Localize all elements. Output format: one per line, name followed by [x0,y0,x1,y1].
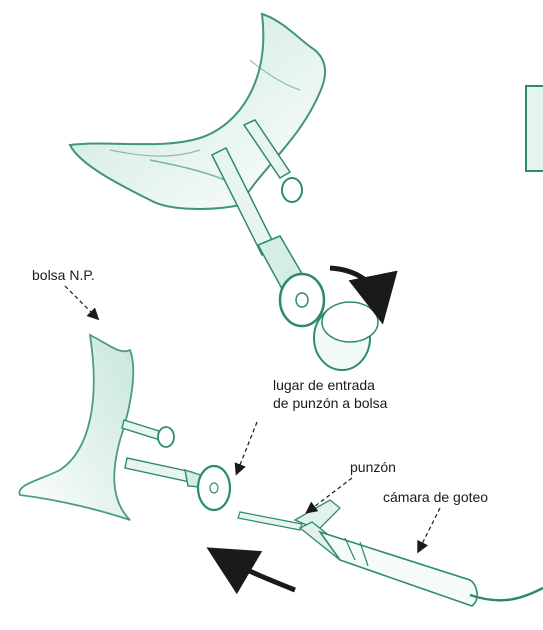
top-spike-port [212,148,324,326]
pointer-camara [420,508,440,548]
label-bolsa-np: bolsa N.P. [32,266,95,284]
label-punzon: punzón [350,458,396,476]
pointer-entrada [238,422,257,470]
label-lugar-entrada: lugar de entrada de punzón a bolsa [273,376,387,412]
insert-spike-arrow [228,560,295,590]
label-lugar-entrada-line2: de punzón a bolsa [273,394,387,412]
label-camara-goteo: cámara de goteo [383,488,488,506]
remove-cap-arrow [330,268,378,300]
spike-and-drip-chamber [238,500,543,606]
removed-cap [314,302,378,370]
label-lugar-entrada-line1: lugar de entrada [273,376,387,394]
bottom-spike-port [125,458,230,510]
note-box-edge [525,85,543,172]
bottom-side-port [122,420,174,447]
pointer-bolsa [65,286,95,316]
bottom-bag-drawing [19,335,133,520]
